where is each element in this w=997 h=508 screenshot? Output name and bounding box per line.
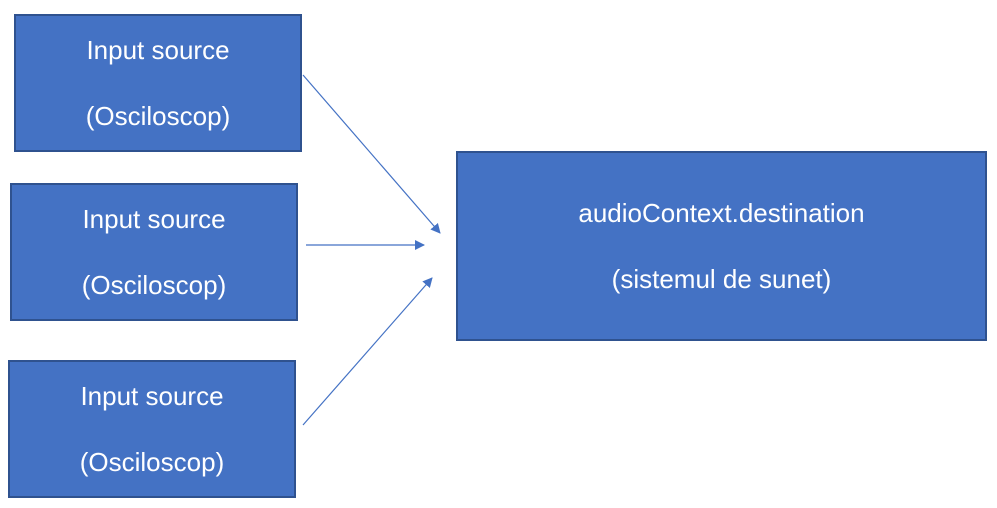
destination-subtitle: (sistemul de sunet) [611, 264, 832, 294]
input-source-title-3: Input source [80, 381, 224, 411]
arrow-source-1-to-destination [302, 74, 441, 234]
destination-box: audioContext.destination (sistemul de su… [456, 151, 987, 341]
destination-title: audioContext.destination [578, 198, 865, 228]
input-source-box-1: Input source (Osciloscop) [14, 14, 302, 152]
input-source-subtitle-2: (Osciloscop) [81, 270, 227, 300]
input-source-title-1: Input source [86, 35, 230, 65]
arrow-source-3-to-destination [302, 277, 433, 426]
input-source-subtitle-1: (Osciloscop) [85, 101, 231, 131]
input-source-box-3: Input source (Osciloscop) [8, 360, 296, 498]
input-source-subtitle-3: (Osciloscop) [79, 447, 225, 477]
input-source-box-2: Input source (Osciloscop) [10, 183, 298, 321]
input-source-title-2: Input source [82, 204, 226, 234]
